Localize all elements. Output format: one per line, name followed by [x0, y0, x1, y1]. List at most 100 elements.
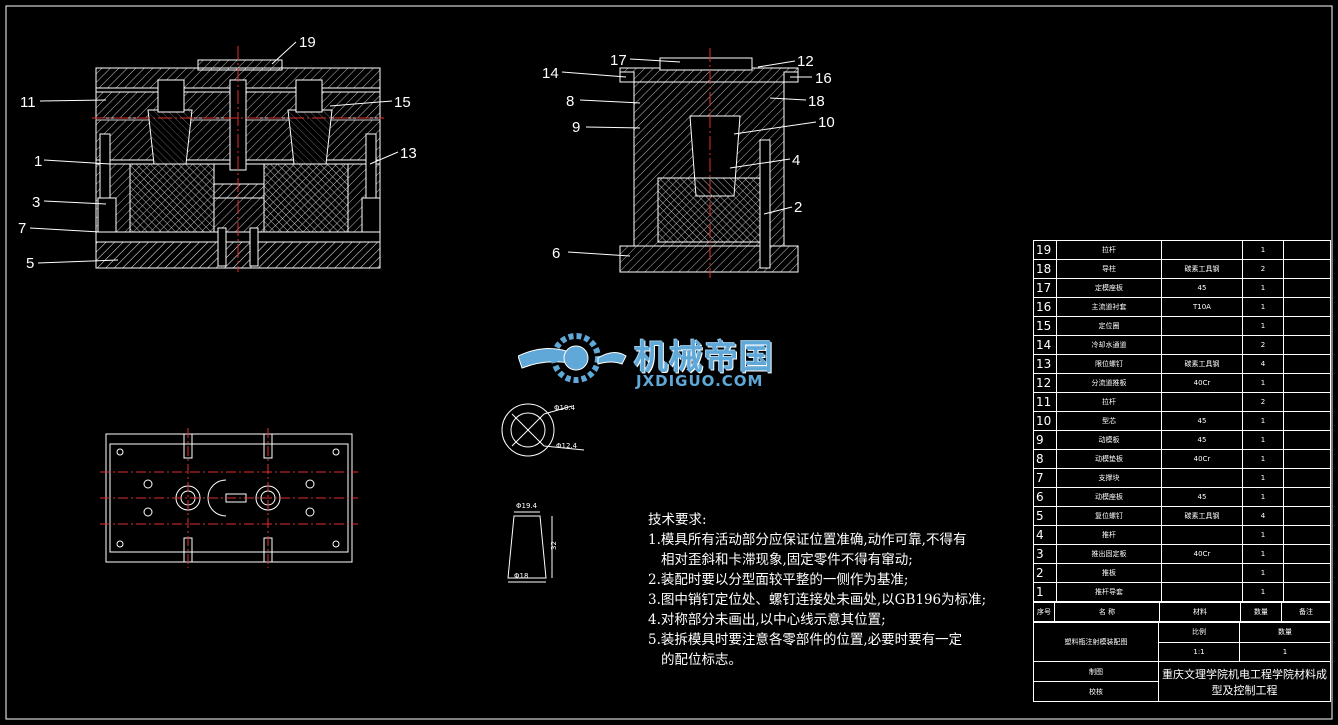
bom-cell-name: 支撑块 — [1056, 468, 1162, 488]
label-2: 2 — [794, 199, 802, 216]
bom-cell-remark — [1283, 297, 1331, 317]
bom-cell-name: 复位螺钉 — [1056, 506, 1162, 526]
bom-cell-qty: 1 — [1242, 430, 1284, 450]
bom-cell-mat — [1161, 468, 1243, 488]
bom-cell-no: 3 — [1033, 544, 1057, 564]
plan-view — [100, 428, 358, 568]
label-10: 10 — [818, 114, 835, 131]
bom-cell-qty: 1 — [1242, 316, 1284, 336]
bom-cell-mat: 碳素工具钢 — [1161, 354, 1243, 374]
leaders — [29, 41, 817, 264]
label-1: 1 — [34, 153, 42, 170]
bom-cell-remark — [1283, 525, 1331, 545]
scale-label: 比例 — [1158, 622, 1240, 643]
bom-cell-name: 冷却水通道 — [1056, 335, 1162, 355]
label-13: 13 — [400, 145, 417, 162]
label-4: 4 — [792, 152, 800, 169]
tech-item: 5.装拆模具时要注意各零部件的位置,必要时要有一定 — [648, 632, 963, 648]
bom-cell-remark — [1283, 563, 1331, 583]
bom-cell-mat: 45 — [1161, 411, 1243, 431]
bom-header-no: 序号 — [1033, 602, 1055, 622]
drawing-title: 塑料瓶注射模装配图 — [1033, 622, 1159, 662]
bom-cell-name: 动模座板 — [1056, 487, 1162, 507]
bom-cell-remark — [1283, 316, 1331, 336]
label-11: 11 — [20, 94, 36, 111]
bom-cell-no: 6 — [1033, 487, 1057, 507]
bom-cell-no: 10 — [1033, 411, 1057, 431]
tech-item: 1.模具所有活动部分应保证位置准确,动作可靠,不得有 — [648, 532, 967, 548]
bom-cell-remark — [1283, 392, 1331, 412]
bom-cell-name: 定位圈 — [1056, 316, 1162, 336]
watermark-cn: 机械帝国 — [634, 338, 774, 378]
bom-cell-remark — [1283, 278, 1331, 298]
bom-cell-qty: 1 — [1242, 449, 1284, 469]
bom-cell-no: 19 — [1033, 240, 1057, 260]
bom-cell-qty: 2 — [1242, 259, 1284, 279]
qty-label: 数量 — [1239, 622, 1331, 643]
bom-cell-qty: 1 — [1242, 487, 1284, 507]
bom-cell-mat — [1161, 392, 1243, 412]
technical-requirements: 技术要求: 1.模具所有活动部分应保证位置准确,动作可靠,不得有 相对歪斜和卡滞… — [648, 510, 986, 670]
bom-cell-qty: 1 — [1242, 278, 1284, 298]
bom-cell-name: 主流道衬套 — [1056, 297, 1162, 317]
bom-cell-mat — [1161, 582, 1243, 602]
bom-cell-name: 推出固定板 — [1056, 544, 1162, 564]
bom-cell-no: 15 — [1033, 316, 1057, 336]
bom-cell-remark — [1283, 411, 1331, 431]
label-5: 5 — [26, 255, 34, 272]
tech-item: 的配位标志。 — [661, 652, 742, 668]
bom-cell-name: 动模板 — [1056, 430, 1162, 450]
bom-cell-mat: 碳素工具钢 — [1161, 506, 1243, 526]
tech-item: 相对歪斜和卡滞现象,固定零件不得有窜动; — [661, 552, 913, 568]
bom-cell-no: 11 — [1033, 392, 1057, 412]
drawn-label: 制图 — [1033, 661, 1159, 682]
tech-title: 技术要求: — [648, 512, 707, 528]
label-6: 6 — [552, 245, 560, 262]
bom-cell-no: 14 — [1033, 335, 1057, 355]
bom-cell-qty: 1 — [1242, 411, 1284, 431]
bom-cell-qty: 1 — [1242, 563, 1284, 583]
bom-cell-mat: 40Cr — [1161, 449, 1243, 469]
bom-cell-mat: 碳素工具钢 — [1161, 259, 1243, 279]
bom-cell-no: 2 — [1033, 563, 1057, 583]
tech-item: 2.装配时要以分型面较平整的一侧作为基准; — [648, 572, 909, 588]
bom-cell-mat — [1161, 525, 1243, 545]
bom-cell-remark — [1283, 354, 1331, 374]
bom-cell-no: 9 — [1033, 430, 1057, 450]
checked-label: 校核 — [1033, 681, 1159, 702]
label-18: 18 — [808, 93, 825, 110]
label-14: 14 — [542, 65, 559, 82]
bom-cell-name: 导柱 — [1056, 259, 1162, 279]
side-section-view — [619, 48, 799, 278]
bom-header-remark: 备注 — [1281, 602, 1331, 622]
label-12: 12 — [797, 53, 814, 70]
label-19: 19 — [299, 34, 316, 51]
bom-cell-no: 1 — [1033, 582, 1057, 602]
dim-ring2: Φ12.4 — [556, 442, 578, 450]
scale-value: 1:1 — [1158, 641, 1240, 662]
bom-cell-name: 推杆 — [1056, 525, 1162, 545]
bom-cell-mat — [1161, 563, 1243, 583]
bom-cell-no: 8 — [1033, 449, 1057, 469]
label-7: 7 — [18, 220, 26, 237]
bom-cell-name: 型芯 — [1056, 411, 1162, 431]
ring-detail: Φ10.4 Φ12.4 — [501, 403, 585, 457]
bom-cell-mat: 40Cr — [1161, 373, 1243, 393]
bom-cell-mat: 45 — [1161, 430, 1243, 450]
bom-cell-no: 17 — [1033, 278, 1057, 298]
dim-ring1: Φ10.4 — [554, 404, 576, 412]
bom-cell-name: 分流道推板 — [1056, 373, 1162, 393]
bom-header-qty: 数量 — [1240, 602, 1282, 622]
bom-cell-qty: 1 — [1242, 240, 1284, 260]
qty-value: 1 — [1239, 641, 1331, 662]
bom-cell-no: 4 — [1033, 525, 1057, 545]
label-15: 15 — [394, 94, 411, 111]
